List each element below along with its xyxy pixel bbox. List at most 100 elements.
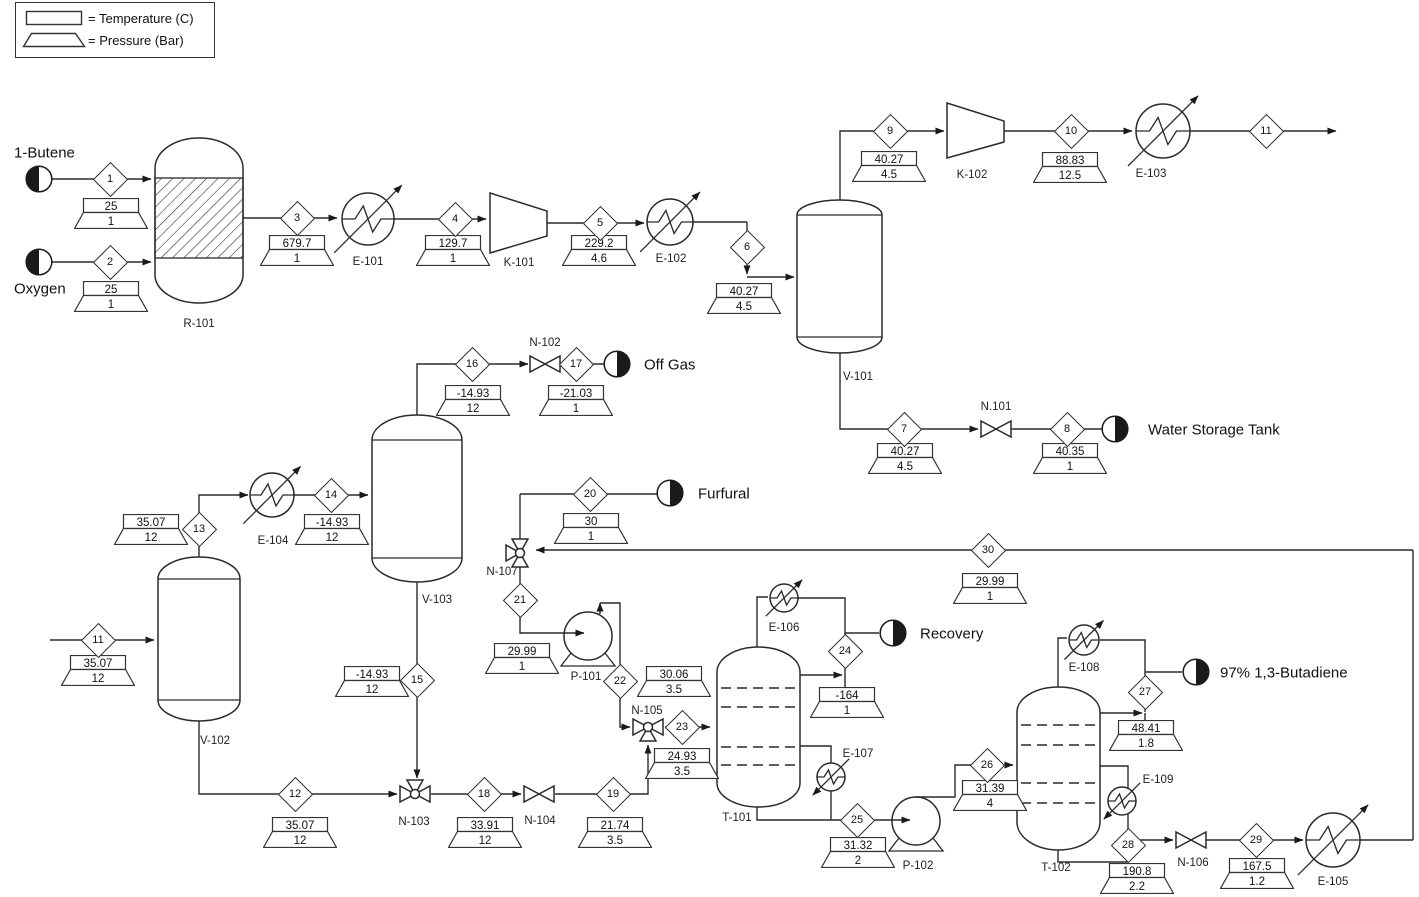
- heat-exchanger-E-102: [639, 191, 701, 253]
- terminal-circle-furfural: [655, 478, 685, 508]
- equipment-label-e-107: E-107: [842, 748, 874, 760]
- stream-diamond-18: 18: [466, 776, 503, 813]
- valve-N-104: [523, 784, 555, 804]
- terminal-circle-off-gas: [602, 349, 632, 379]
- equipment-label-e-106: E-106: [768, 622, 800, 634]
- heat-exchanger-E-108: [1064, 620, 1104, 660]
- svg-text:12: 12: [294, 835, 307, 847]
- equipment-label-v-102: V-102: [199, 735, 231, 747]
- stream-tag-10: 88.83 12.5: [1032, 151, 1108, 184]
- stream-diamond-29: 29: [1238, 822, 1275, 859]
- terminal-circle-recovery: [878, 618, 908, 648]
- stream-diamond-17: 17: [558, 346, 595, 383]
- terminal-label-off-gas: Off Gas: [644, 356, 696, 374]
- svg-text:12: 12: [366, 684, 379, 696]
- pressure-symbol-icon: [22, 32, 86, 48]
- equipment-label-e-104: E-104: [257, 535, 289, 547]
- valve-N-105: [632, 717, 664, 742]
- svg-text:3.5: 3.5: [674, 766, 690, 778]
- stream-diamond-30: 30: [970, 532, 1007, 569]
- svg-text:31.32: 31.32: [844, 840, 873, 852]
- svg-text:12: 12: [479, 835, 492, 847]
- svg-text:12: 12: [467, 403, 480, 415]
- stream-diamond-19: 19: [595, 776, 632, 813]
- svg-text:4.6: 4.6: [591, 253, 607, 265]
- legend-pressure-label: = Pressure (Bar): [88, 32, 184, 48]
- equipment-label-n-104: N-104: [524, 815, 556, 827]
- terminal-label-furfural: Furfural: [698, 485, 750, 503]
- stream-diamond-8: 8: [1049, 411, 1086, 448]
- svg-text:2: 2: [855, 855, 861, 867]
- equipment-label-e-103: E-103: [1135, 168, 1167, 180]
- equipment-label-v-103: V-103: [421, 594, 453, 606]
- heat-exchanger-E-109: [1103, 782, 1141, 820]
- svg-text:-14.93: -14.93: [457, 388, 490, 400]
- stream-diamond-26: 26: [969, 747, 1006, 784]
- svg-text:35.07: 35.07: [84, 658, 113, 670]
- svg-text:4.5: 4.5: [897, 461, 913, 473]
- svg-text:679.7: 679.7: [283, 238, 312, 250]
- stream-diamond-22: 22: [602, 663, 639, 700]
- svg-text:4.5: 4.5: [881, 169, 897, 181]
- stream-diamond-6: 6: [729, 229, 766, 266]
- stream-diamond-16: 16: [454, 346, 491, 383]
- svg-text:25: 25: [105, 201, 118, 213]
- temperature-symbol-icon: [25, 10, 83, 25]
- svg-text:88.83: 88.83: [1056, 155, 1085, 167]
- svg-text:24.93: 24.93: [668, 751, 697, 763]
- svg-text:-14.93: -14.93: [316, 517, 349, 529]
- heat-exchanger-E-106: [765, 579, 803, 617]
- svg-text:29.99: 29.99: [976, 576, 1005, 588]
- equipment-label-p-102: P-102: [902, 860, 934, 872]
- svg-text:35.07: 35.07: [286, 820, 315, 832]
- svg-text:40.27: 40.27: [730, 286, 759, 298]
- svg-text:30.06: 30.06: [660, 669, 689, 681]
- svg-text:-164: -164: [835, 690, 859, 702]
- svg-text:48.41: 48.41: [1132, 723, 1161, 735]
- heat-exchanger-E-101: [333, 184, 403, 254]
- stream-diamond-10: 10: [1053, 113, 1090, 150]
- equipment-label-e-108: E-108: [1068, 662, 1100, 674]
- equipment-label-r-101: R-101: [183, 318, 215, 330]
- equipment-label-v-101: V-101: [842, 371, 874, 383]
- column-T-102: [1016, 686, 1101, 851]
- terminal-label-1-butene: 1-Butene: [14, 144, 75, 162]
- stream-tag-22: 30.06 3.5: [636, 665, 712, 698]
- stream-diamond-1: 1: [92, 161, 129, 198]
- stream-diamond-15: 15: [399, 662, 436, 699]
- svg-text:1: 1: [108, 216, 114, 228]
- legend-temperature-row: = Temperature (C): [16, 7, 214, 29]
- stream-diamond-12: 12: [277, 776, 314, 813]
- svg-text:12.5: 12.5: [1059, 170, 1081, 182]
- stream-diamond-24: 24: [827, 633, 864, 670]
- column-T-101: [716, 646, 801, 808]
- terminal-circle-1-butene: [24, 164, 54, 194]
- svg-text:3.5: 3.5: [666, 684, 682, 696]
- terminal-label-97-1-3-butadiene: 97% 1,3-Butadiene: [1220, 664, 1348, 682]
- stream-diamond-25: 25: [839, 802, 876, 839]
- equipment-label-k-101: K-101: [503, 257, 535, 269]
- equipment-label-n-103: N-103: [398, 816, 430, 828]
- svg-text:-21.03: -21.03: [560, 388, 593, 400]
- stream-diamond-23: 23: [664, 709, 701, 746]
- stream-diamond-20: 20: [572, 476, 609, 513]
- reactor-R-101: [154, 137, 244, 304]
- svg-text:1.2: 1.2: [1249, 876, 1265, 888]
- stream-diamond-14: 14: [313, 477, 350, 514]
- equipment-label-n-107: N-107: [486, 566, 518, 578]
- stream-tag-16: -14.93 12: [435, 384, 511, 417]
- svg-text:25: 25: [105, 284, 118, 296]
- stream-diamond-5: 5: [582, 205, 619, 242]
